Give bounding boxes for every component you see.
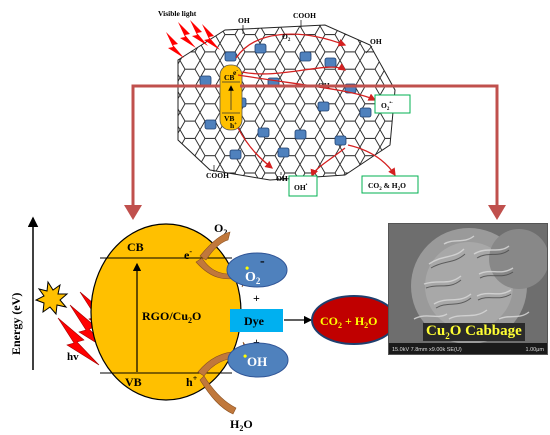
cb-label-small: CB — [224, 73, 234, 82]
sem-caption: Cu2O Cabbage — [423, 323, 525, 341]
vb-label: VB — [125, 375, 142, 389]
svg-text:CO2 & H2O: CO2 & H2O — [368, 181, 406, 192]
superoxide-label: O — [245, 270, 256, 285]
catalyst-label: RGO/Cu — [142, 309, 188, 323]
cabbage-texture — [389, 224, 547, 354]
svg-text:O2: O2 — [214, 221, 227, 237]
hydroxyl-bubble — [227, 342, 289, 378]
o2-top-label: O — [282, 32, 288, 41]
dye-box — [230, 309, 283, 332]
o2-label: O — [214, 221, 223, 235]
svg-text:H2O: H2O — [230, 417, 253, 433]
svg-text:CO2 + H2O: CO2 + H2O — [320, 314, 378, 330]
curved-arrow-h2o — [199, 375, 237, 415]
hydroxyl-label: OH — [247, 354, 267, 369]
lightning-bolts-icon — [166, 20, 220, 58]
band-capsule: CB VB e- h+ — [219, 64, 243, 131]
vb-label-small: VB — [224, 114, 234, 123]
superoxide-minus: - — [260, 254, 265, 269]
energy-axis-label: Energy (eV) — [9, 293, 23, 355]
svg-text:O2•-: O2•- — [381, 101, 393, 112]
connector-arrowhead — [488, 205, 506, 220]
oh-label: OH — [370, 37, 382, 46]
superoxide-bubble — [226, 252, 288, 288]
connector-arrows — [131, 84, 499, 210]
oh-label: OH — [276, 174, 288, 183]
svg-text:O2: O2 — [282, 32, 291, 43]
svg-text:RGO/Cu2O: RGO/Cu2O — [142, 309, 201, 325]
sem-info-bar: 15.0kV 7.8mm x9.00k SE(U) 1.00μm — [389, 343, 547, 354]
sem-image: Cu2O Cabbage 15.0kV 7.8mm x9.00k SE(U) 1… — [388, 223, 548, 355]
h2o-label: H — [230, 417, 240, 431]
superoxide-dot: • — [245, 261, 249, 275]
svg-text:O2: O2 — [245, 270, 261, 286]
co2-h2o-box-top: CO2 & H2O — [361, 175, 419, 194]
dye-label: Dye — [244, 314, 265, 328]
oh-label: OH — [238, 16, 250, 25]
products-label: CO — [320, 314, 338, 328]
hydroxyl-dot: • — [243, 349, 247, 363]
svg-text:h+: h+ — [186, 374, 198, 389]
hydroxyl-box: OH• — [288, 175, 318, 197]
svg-text:e-: e- — [184, 247, 192, 262]
hole-label: h — [186, 375, 193, 389]
electron-transfer-arrows — [235, 33, 396, 178]
plus-sign: + — [253, 335, 260, 349]
superoxide-box: O2•- — [374, 94, 411, 114]
sun-burst-icon — [34, 280, 69, 316]
connector-arrowhead — [124, 205, 142, 220]
cooh-label: COOH — [206, 171, 229, 180]
svg-text:e-: e- — [233, 68, 238, 77]
sem-scale-bar: 1.00μm — [525, 347, 544, 353]
sem-info-text: 15.0kV 7.8mm x9.00k SE(U) — [392, 347, 462, 353]
plus-sign: + — [253, 291, 260, 305]
curved-arrow-o2 — [199, 231, 231, 261]
svg-text:h+: h+ — [230, 121, 237, 130]
hv-label: hv — [67, 351, 79, 363]
cb-label: CB — [127, 240, 144, 254]
visible-light-label: Visible light — [158, 9, 197, 18]
electron-label: e — [184, 248, 190, 262]
cooh-label: COOH — [293, 11, 316, 20]
svg-text:OH•: OH• — [294, 183, 308, 192]
